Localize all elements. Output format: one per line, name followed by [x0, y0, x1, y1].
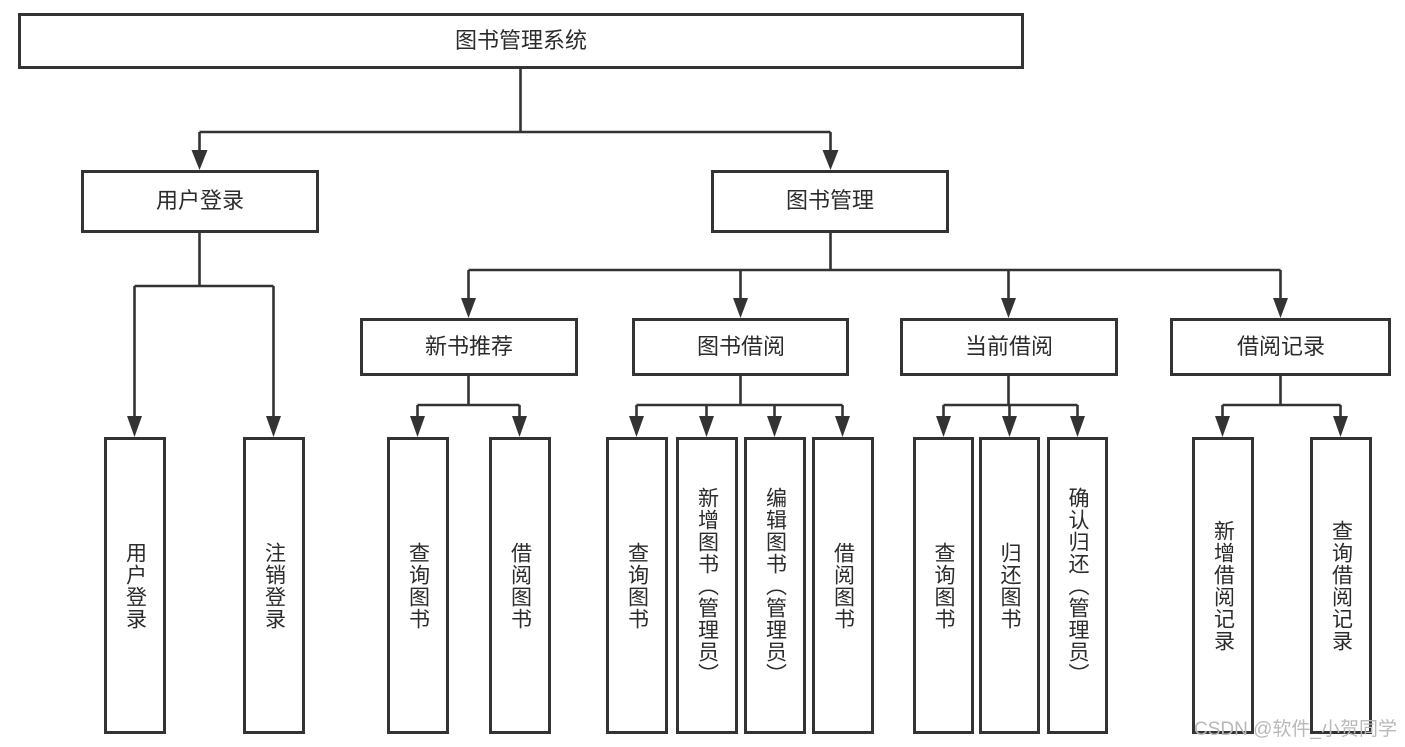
- node-root-box[interactable]: [18, 13, 1024, 69]
- arrow-head-login: [191, 150, 208, 170]
- node-leaf5-box[interactable]: [606, 437, 668, 734]
- node-leaf7-box[interactable]: [744, 437, 806, 734]
- connector-group-root: [191, 68, 839, 170]
- arrow-head-leaf5: [629, 416, 644, 437]
- node-leaf6-box[interactable]: [676, 437, 738, 734]
- node-record[interactable]: 借阅记录: [1170, 318, 1391, 376]
- arrow-head-leaf8: [835, 416, 850, 437]
- node-current-label: 当前借阅: [965, 334, 1053, 359]
- node-bookmgmt-box[interactable]: [711, 170, 949, 233]
- node-borrow-label: 图书借阅: [697, 334, 785, 359]
- node-root[interactable]: 图书管理系统: [18, 13, 1024, 69]
- node-leaf10-box[interactable]: [979, 437, 1040, 734]
- csdn-watermark: CSDN @软件_小贺同学: [1194, 719, 1397, 740]
- node-newbook[interactable]: 新书推荐: [360, 318, 578, 376]
- node-leaf13-box[interactable]: [1310, 437, 1372, 734]
- arrow-head-leaf4: [512, 416, 527, 437]
- connector-group-login: [127, 232, 281, 437]
- arrow-head-leaf12: [1215, 416, 1230, 437]
- node-bookmgmt[interactable]: 图书管理: [711, 170, 949, 233]
- connector-group-record: [1215, 375, 1348, 437]
- node-record-box[interactable]: [1170, 318, 1391, 376]
- node-leaf11-box[interactable]: [1047, 437, 1108, 734]
- arrow-head-leaf3: [410, 416, 425, 437]
- node-leaf3-box[interactable]: [387, 437, 449, 734]
- node-leaf4-box[interactable]: [489, 437, 551, 734]
- arrow-head-newbook: [461, 298, 476, 318]
- connector-group-borrow: [629, 375, 850, 437]
- node-newbook-label: 新书推荐: [425, 334, 513, 359]
- arrow-head-leaf2: [266, 416, 281, 437]
- node-leaf1-box[interactable]: [104, 437, 166, 734]
- arrow-head-leaf1: [127, 416, 142, 437]
- arrow-head-leaf6: [699, 416, 714, 437]
- node-login[interactable]: 用户登录: [81, 170, 319, 233]
- arrow-head-record: [1273, 298, 1288, 318]
- arrow-head-current: [1001, 298, 1016, 318]
- node-leaf8-box[interactable]: [812, 437, 874, 734]
- node-login-box[interactable]: [81, 170, 319, 233]
- arrow-head-leaf11: [1070, 416, 1085, 437]
- arrow-head-leaf7: [767, 416, 782, 437]
- node-borrow[interactable]: 图书借阅: [632, 318, 849, 376]
- arrow-head-leaf13: [1333, 416, 1348, 437]
- node-leaf2-box[interactable]: [243, 437, 305, 734]
- node-bookmgmt-label: 图书管理: [786, 188, 874, 213]
- node-current[interactable]: 当前借阅: [900, 318, 1118, 376]
- node-login-label: 用户登录: [156, 188, 244, 213]
- node-borrow-box[interactable]: [632, 318, 849, 376]
- arrow-head-leaf10: [1002, 416, 1017, 437]
- connector-group-current: [936, 375, 1085, 437]
- connector-group-bookmgmt: [461, 232, 1288, 318]
- arrow-head-borrow: [733, 298, 748, 318]
- arrow-head-leaf9: [936, 416, 951, 437]
- node-leaf12-box[interactable]: [1192, 437, 1254, 734]
- node-record-label: 借阅记录: [1237, 334, 1325, 359]
- node-root-label: 图书管理系统: [455, 28, 587, 53]
- node-current-box[interactable]: [900, 318, 1118, 376]
- connector-group-newbook: [410, 375, 527, 437]
- node-leaf9-box[interactable]: [913, 437, 974, 734]
- arrow-head-bookmgmt: [822, 150, 839, 170]
- node-newbook-box[interactable]: [360, 318, 578, 376]
